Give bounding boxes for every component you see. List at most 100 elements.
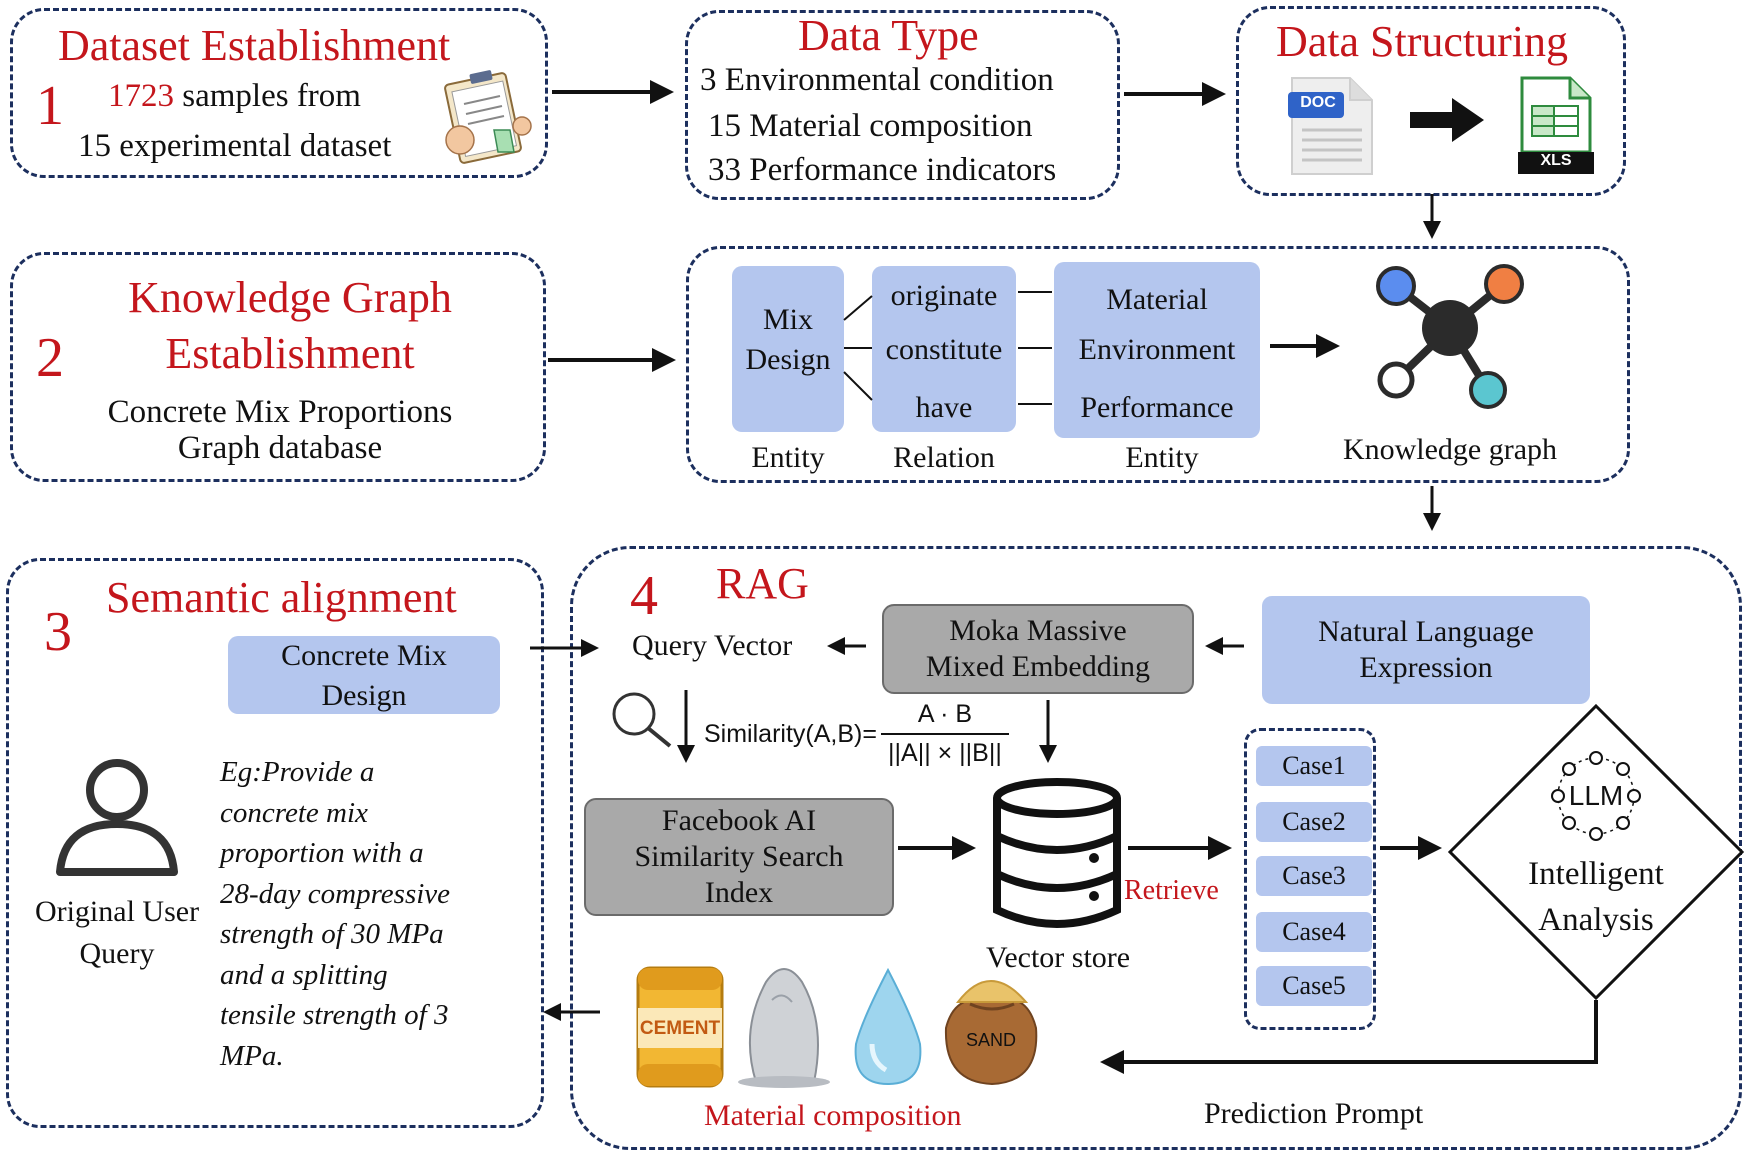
knowledge-graph-establishment-panel xyxy=(10,252,546,482)
faiss-line: Similarity Search xyxy=(634,840,844,873)
similarity-fraction-bar xyxy=(880,733,1009,735)
concrete-mix-design-box xyxy=(228,636,500,714)
sand-label: SAND xyxy=(965,1030,1016,1050)
experimental-dataset-text: 15 experimental dataset xyxy=(78,128,392,164)
faiss-line: Index xyxy=(704,876,774,909)
mix-design-entity-box xyxy=(732,266,844,432)
natural-language-expression-box: Natural Language Expression xyxy=(1262,596,1590,704)
intelligent-analysis-line2: Analysis xyxy=(1538,902,1654,938)
case-item: Case5 xyxy=(1256,966,1372,1006)
semantic-alignment-title: Semantic alignment xyxy=(106,573,457,622)
magnifier-icon xyxy=(612,692,672,748)
example-query-line: concrete mix xyxy=(220,796,368,829)
target-entity-label: Performance xyxy=(1080,391,1234,424)
llm-label: LLM xyxy=(1568,780,1624,811)
data-type-item: 33 Performance indicators xyxy=(708,152,1057,188)
samples-line: 1723 samples from xyxy=(108,76,361,117)
data-type-panel xyxy=(685,10,1120,200)
xls-label: XLS xyxy=(1540,152,1572,169)
cement-label: CEMENT xyxy=(639,1018,721,1039)
entity-caption: Entity xyxy=(1125,441,1199,474)
relation-label: have xyxy=(915,391,973,424)
original-user-query-line1: Original User xyxy=(34,895,200,928)
target-entity-label: Environment xyxy=(1078,333,1236,366)
retrieved-cases-panel xyxy=(1244,728,1376,1030)
stone-icon xyxy=(738,968,830,1088)
convert-arrow-icon xyxy=(1410,98,1484,142)
prediction-prompt-label: Prediction Prompt xyxy=(1204,1097,1424,1130)
target-entity-box xyxy=(1054,262,1260,438)
similarity-numerator: A · B xyxy=(917,700,973,728)
vector-store-database-icon xyxy=(993,778,1121,928)
rag-panel xyxy=(570,546,1742,1150)
example-query-line: 28-day compressive xyxy=(220,877,451,910)
moka-line2: Mixed Embedding xyxy=(925,650,1151,683)
user-icon xyxy=(56,759,178,876)
knowledge-graph-schema-panel xyxy=(686,246,1630,483)
kg-establishment-title-line1: Knowledge Graph xyxy=(128,273,452,322)
samples-from-text: samples from xyxy=(174,78,361,114)
target-entity-label: Material xyxy=(1106,283,1208,316)
case-item: Case2 xyxy=(1256,802,1372,842)
dataset-establishment-panel xyxy=(10,8,548,178)
dataset-establishment-title: Dataset Establishment xyxy=(58,21,451,70)
sand-bag-icon xyxy=(944,980,1038,1086)
faiss-index-box: Facebook AI Similarity Search Index xyxy=(584,798,894,916)
natural-language-line1: Natural Language xyxy=(1318,615,1534,648)
faiss-line: Facebook AI xyxy=(661,804,817,837)
doc-label: DOC xyxy=(1300,94,1336,111)
vector-store-label: Vector store xyxy=(986,941,1131,974)
doc-file-icon xyxy=(1288,77,1373,175)
kg-desc-line2: Graph database xyxy=(177,430,383,466)
case-item: Case3 xyxy=(1256,856,1372,896)
similarity-prefix: Similarity(A,B)= xyxy=(704,719,877,748)
original-user-query-line2: Query xyxy=(79,937,155,970)
entity-caption: Entity xyxy=(751,441,825,474)
example-query-line: and a splitting xyxy=(220,958,388,991)
water-drop-icon xyxy=(854,967,922,1086)
example-query-line: tensile strength of 3 xyxy=(220,999,449,1031)
retrieve-label: Retrieve xyxy=(1124,875,1219,906)
lab-report-clipboard-icon xyxy=(444,70,532,164)
moka-embedding-box: Moka Massive Mixed Embedding xyxy=(882,604,1194,694)
example-query-line: Eg:Provide a xyxy=(220,756,375,788)
sample-count: 1723 xyxy=(108,78,174,114)
example-query-line: MPa. xyxy=(220,1039,284,1072)
data-type-title: Data Type xyxy=(798,11,979,60)
cement-bag-icon xyxy=(636,966,724,1088)
example-query-line: strength of 30 MPa xyxy=(220,918,444,950)
mix-design-entity-line2: Design xyxy=(745,343,831,376)
data-type-item: 3 Environmental condition xyxy=(700,62,1054,98)
section-number-1: 1 xyxy=(36,75,64,137)
relation-caption: Relation xyxy=(893,441,995,474)
case-item: Case4 xyxy=(1256,912,1372,952)
intelligent-analysis-diamond xyxy=(1448,704,1744,1000)
concrete-mix-design-line2: Design xyxy=(321,679,407,712)
semantic-alignment-panel xyxy=(6,558,544,1128)
natural-language-line2: Expression xyxy=(1359,651,1493,684)
similarity-denominator: ||A|| × ||B|| xyxy=(888,739,1002,767)
intelligent-analysis-line1: Intelligent xyxy=(1528,856,1664,892)
relation-box xyxy=(872,266,1016,432)
relation-label: originate xyxy=(890,279,998,312)
section-number-2: 2 xyxy=(36,327,64,389)
relation-label: constitute xyxy=(885,333,1003,366)
section-number-3: 3 xyxy=(44,601,72,663)
example-query-text: Eg:Provide a concrete mix proportion wit… xyxy=(220,752,450,1076)
similarity-formula: Similarity(A,B)= A · B ||A|| × ||B|| xyxy=(704,700,1009,768)
relation-connector xyxy=(843,295,873,321)
llm-ring-icon xyxy=(1551,751,1641,841)
data-type-item: 15 Material composition xyxy=(708,108,1033,144)
data-structuring-title: Data Structuring xyxy=(1276,17,1569,66)
case-item: Case1 xyxy=(1256,746,1372,786)
mix-design-entity-line1: Mix xyxy=(762,303,813,336)
moka-line1: Moka Massive xyxy=(949,614,1127,647)
arrow-llm-to-materials xyxy=(1100,1000,1598,1074)
rag-title: RAG xyxy=(716,559,809,608)
xls-file-icon xyxy=(1518,76,1594,174)
kg-establishment-title-line2: Establishment xyxy=(165,329,415,378)
query-vector-label: Query Vector xyxy=(632,629,793,662)
relation-connector xyxy=(843,371,873,401)
knowledge-graph-icon xyxy=(1376,264,1524,409)
